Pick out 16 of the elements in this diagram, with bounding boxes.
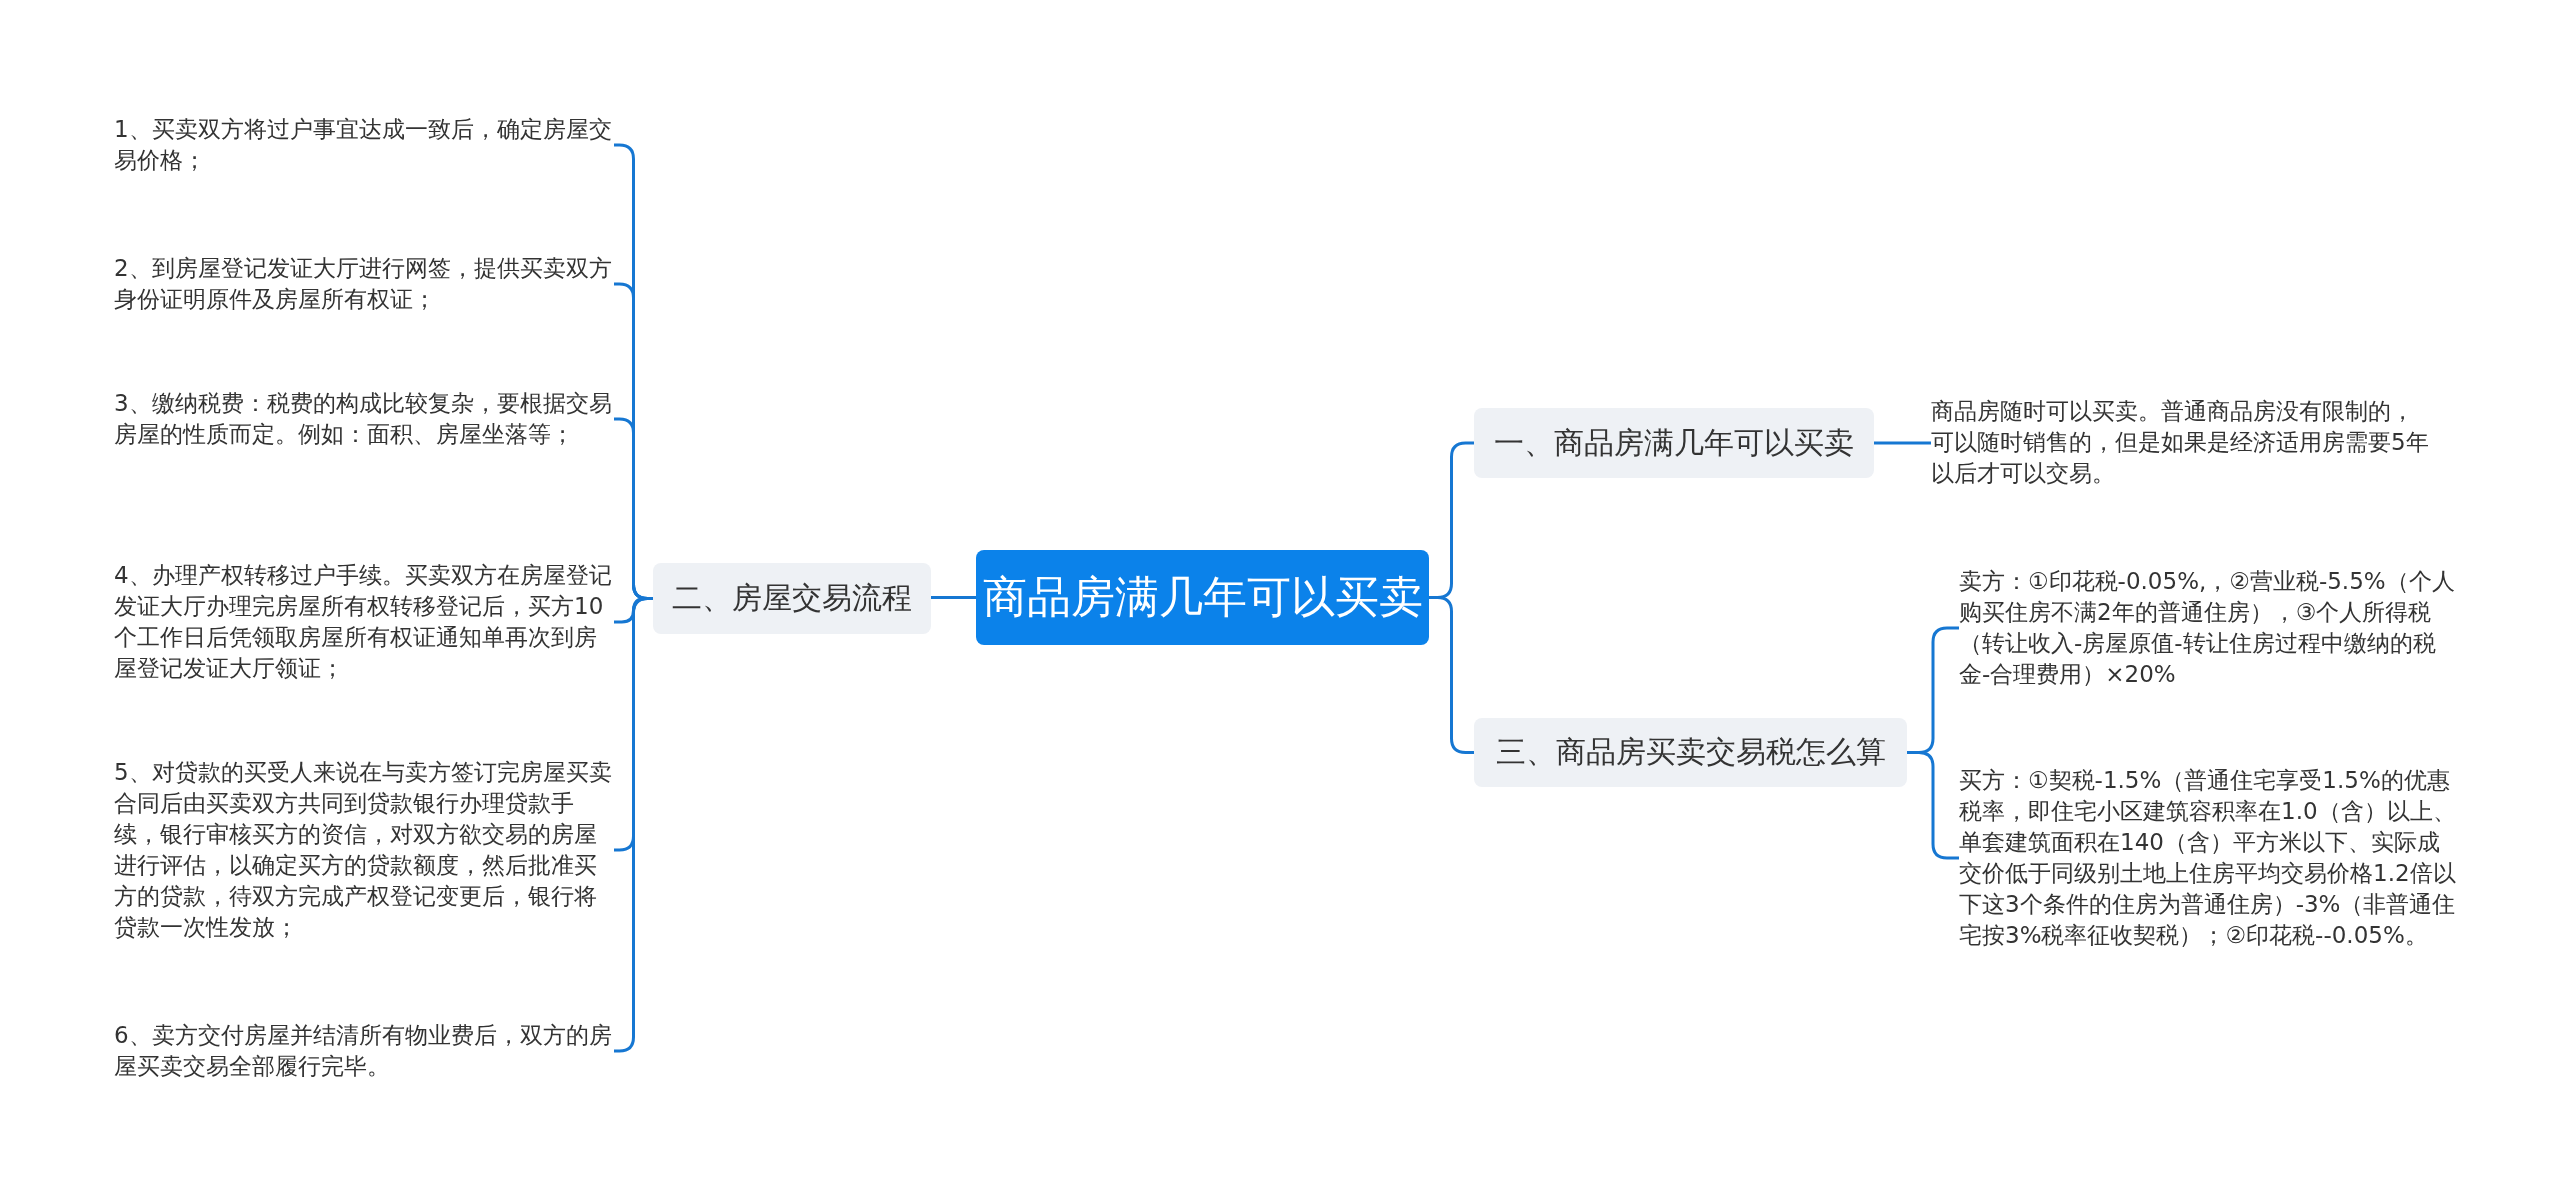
note-text: 3、缴纳税费：税费的构成比较复杂，要根据交易房屋的性质而定。例如：面积、房屋坐落等； [114,388,614,450]
connector-line [1874,441,1931,445]
note-text: 6、卖方交付房屋并结清所有物业费后，双方的房屋买卖交易全部履行完毕。 [114,1020,614,1082]
topic-box: 三、商品房买卖交易税怎么算 [1474,718,1907,787]
note-text: 买方：①契税-1.5%（普通住宅享受1.5%的优惠税率，即住宅小区建筑容积率在1.0（含）以上、单套建筑面积在140（含）平方米以下、实际成交价低于同级别土地上住房平均交易价格1.2倍以下这3个条件的住房为普通住房）-3%（非普通住宅按3%税率征收契税）；②印花税--0.05%。 [1959,765,2459,951]
note-text: 4、办理产权转移过户手续。买卖双方在房屋登记发证大厅办理完房屋所有权转移登记后，买方10个工作日后凭领取房屋所有权证通知单再次到房屋登记发证大厅领证； [114,560,614,684]
connector-line [931,596,976,599]
note-text: 2、到房屋登记发证大厅进行网签，提供买卖双方身份证明原件及房屋所有权证； [114,253,614,315]
central-topic-box: 商品房满几年可以买卖 [976,550,1429,645]
connector-line [1429,596,1474,754]
topic-box: 二、房屋交易流程 [653,563,931,634]
note-text: 卖方：①印花税-0.05%,，②营业税-5.5%（个人购买住房不满2年的普通住房），③个人所得税（转让收入-房屋原值-转让住房过程中缴纳的税金-合理费用）×20% [1959,566,2459,690]
note-text: 5、对贷款的买受人来说在与卖方签订完房屋买卖合同后由买卖双方共同到贷款银行办理贷款手续，银行审核买方的资信，对双方欲交易的房屋进行评估，以确定买方的贷款额度，然后批准买方的贷款，待双方完成产权登记变更后，银行将贷款一次性发放； [114,757,614,943]
topic-box: 一、商品房满几年可以买卖 [1474,408,1874,478]
note-text: 商品房随时可以买卖。普通商品房没有限制的，可以随时销售的，但是如果是经济适用房需要5年以后才可以交易。 [1931,396,2436,489]
note-text: 1、买卖双方将过户事宜达成一致后，确定房屋交易价格； [114,114,614,176]
